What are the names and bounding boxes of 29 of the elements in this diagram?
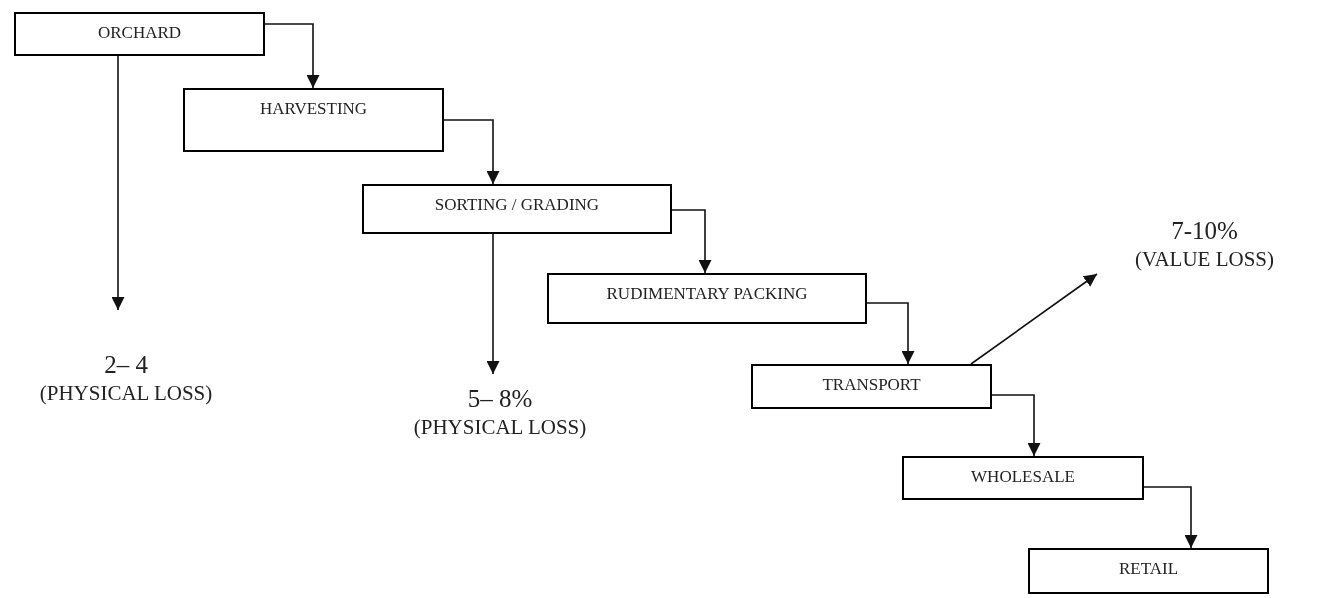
process-box bbox=[1028, 548, 1269, 594]
box-label: RUDIMENTARY PACKING bbox=[606, 283, 808, 305]
process-box bbox=[362, 184, 672, 234]
box-label: RETAIL bbox=[1118, 558, 1179, 580]
arrow bbox=[671, 209, 712, 274]
process-box bbox=[183, 88, 444, 152]
arrow bbox=[991, 394, 1041, 457]
arrow bbox=[486, 233, 500, 375]
loss-value: 2– 4 bbox=[104, 350, 148, 380]
arrow bbox=[866, 302, 915, 365]
box-label: ORCHARD bbox=[97, 22, 182, 44]
process-box bbox=[14, 12, 265, 56]
arrow bbox=[970, 273, 1098, 365]
loss-type: (PHYSICAL LOSS) bbox=[39, 380, 213, 406]
loss-type: (PHYSICAL LOSS) bbox=[413, 414, 587, 440]
box-label: TRANSPORT bbox=[822, 374, 921, 396]
box-label: SORTING / GRADING bbox=[434, 194, 600, 216]
arrow bbox=[443, 119, 500, 185]
loss-value: 7-10% bbox=[1171, 216, 1238, 246]
process-box bbox=[547, 273, 867, 324]
arrow bbox=[111, 55, 125, 311]
box-label: HARVESTING bbox=[259, 98, 368, 120]
process-box bbox=[902, 456, 1144, 500]
loss-type: (VALUE LOSS) bbox=[1134, 246, 1274, 272]
arrow bbox=[264, 23, 320, 89]
box-label: WHOLESALE bbox=[971, 466, 1075, 488]
process-box bbox=[751, 364, 992, 409]
arrow bbox=[1143, 486, 1198, 549]
loss-value: 5– 8% bbox=[467, 384, 533, 414]
